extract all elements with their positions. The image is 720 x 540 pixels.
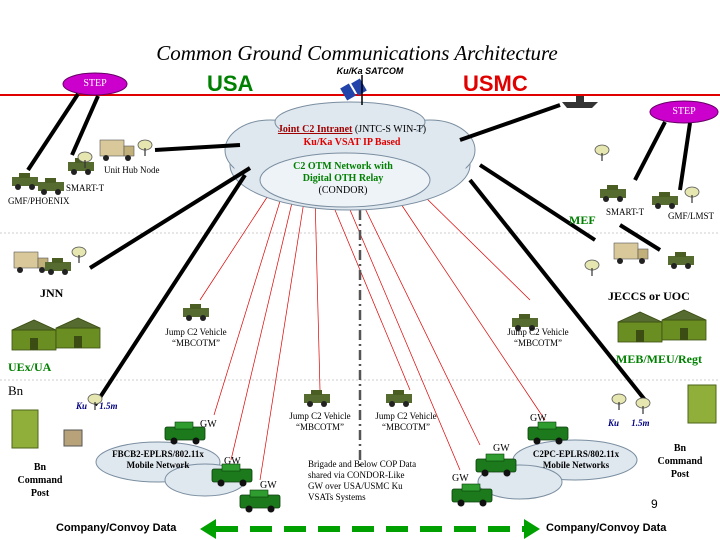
- ku-ka-left-label: Ku 1.5m: [76, 401, 118, 412]
- brigade-note-4: VSATs Systems: [308, 492, 366, 502]
- vsat-subtitle: Ku/Ka VSAT IP Based: [303, 137, 401, 148]
- jntc-label: (JNTC-S WIN-T): [354, 124, 427, 135]
- step-left-label: STEP: [83, 78, 107, 89]
- jump-left-line-2: “MBCOTM”: [172, 338, 220, 348]
- joint-c2-intranet-label: Joint C2 Intranet: [277, 124, 353, 135]
- jeccs-label: JECCS or UOC: [608, 289, 690, 303]
- jump-right-line-2: “MBCOTM”: [514, 338, 562, 348]
- brigade-note-1: Brigade and Below COP Data: [308, 459, 417, 469]
- step-right-node: [649, 100, 719, 124]
- bn-command-post-right-1: Bn: [673, 443, 687, 454]
- gw-vehicle-3: [239, 489, 281, 513]
- condor-line-2: Digital OTH Relay: [302, 173, 384, 184]
- gw-vehicle-1: [164, 421, 206, 445]
- bn-left-assets: [11, 393, 103, 449]
- uex-buildings: [11, 317, 101, 351]
- c2pc-network-cloud: [477, 439, 638, 500]
- black-links: [26, 92, 692, 407]
- c2pc-line-1: C2PC-EPLRS/802.11x: [532, 449, 620, 459]
- ku-ka-right-band: Ku: [608, 418, 620, 428]
- ship-icon: [562, 96, 598, 108]
- jnn-vehicles: [13, 246, 87, 275]
- jump-center-left-line-2: “MBCOTM”: [296, 422, 344, 432]
- bn-command-post-left-1: Bn: [33, 462, 47, 473]
- unit-hub-node-label: Unit Hub Node: [104, 165, 160, 175]
- condor-line-1: C2 OTM Network with: [293, 161, 393, 172]
- bn-command-post-left-3: Post: [30, 488, 50, 499]
- jump-vehicle-center-left-icon: [304, 390, 330, 407]
- smart-t-right-label: SMART-T: [606, 207, 645, 217]
- bn-command-post-right-3: Post: [670, 469, 690, 480]
- gw-vehicle-4: [527, 421, 569, 445]
- page-title: Common Ground Communications Architectur…: [156, 41, 558, 65]
- gw-label-3: GW: [260, 480, 277, 491]
- usmc-label: USMC: [463, 71, 528, 96]
- jump-left-line-1: Jump C2 Vehicle: [165, 327, 227, 337]
- step-right-label: STEP: [672, 106, 696, 117]
- bn-command-post-right-2: Command: [657, 456, 703, 467]
- ku-ka-right-label: Ku 1.5m: [608, 418, 650, 429]
- gmf-lmst-label: GMF/LMST: [668, 211, 715, 221]
- ku-ka-right-size: 1.5m: [631, 418, 650, 428]
- gw-label-5: GW: [493, 443, 510, 454]
- jump-right-line-1: Jump C2 Vehicle: [507, 327, 569, 337]
- bn-left-label: Bn: [8, 383, 24, 398]
- gw-label-4: GW: [530, 413, 547, 424]
- jeccs-vehicles: [584, 242, 694, 277]
- ku-ka-left-size: 1.5m: [99, 401, 118, 411]
- jump-vehicle-left-icon: [183, 304, 209, 321]
- gmf-phoenix-label: GMF/PHOENIX: [8, 196, 70, 206]
- meb-buildings: [617, 309, 707, 343]
- jump-center-left-line-1: Jump C2 Vehicle: [289, 411, 351, 421]
- gw-label-6: GW: [452, 473, 469, 484]
- joint-c2-title: Joint C2 Intranet (JNTC-S WIN-T): [278, 124, 426, 135]
- satellite-icon: [340, 75, 367, 105]
- meb-label: MEB/MEU/Regt: [616, 352, 702, 366]
- condor-line-3: (CONDOR): [318, 185, 368, 196]
- page-number: 9: [651, 497, 658, 511]
- fbcb2-line-2: Mobile Network: [126, 460, 190, 470]
- brigade-note-2: shared via CONDOR-Like: [308, 470, 405, 480]
- gw-label-2: GW: [224, 456, 241, 467]
- gw-label-1: GW: [200, 419, 217, 430]
- satellite-label: Ku/Ka SATCOM: [336, 66, 404, 76]
- mef-label: MEF: [569, 213, 596, 227]
- jnn-label: JNN: [40, 286, 64, 300]
- relay-lines: [199, 184, 546, 481]
- c2pc-line-2: Mobile Networks: [542, 460, 610, 470]
- fbcb2-line-1: FBCB2-EPLRS/802.11x: [112, 449, 204, 459]
- bn-right-assets: [611, 384, 717, 424]
- uex-ua-label: UEx/UA: [8, 360, 52, 374]
- step-left-node: [62, 72, 128, 96]
- bn-command-post-left-2: Command: [17, 475, 63, 486]
- jump-center-right-line-1: Jump C2 Vehicle: [375, 411, 437, 421]
- convoy-data-arrow: [200, 519, 540, 539]
- footer-left-label: Company/Convoy Data: [56, 522, 177, 534]
- smart-t-left-label: SMART-T: [66, 183, 105, 193]
- ku-ka-left-band: Ku: [76, 401, 88, 411]
- brigade-note-3: GW over USA/USMC Ku: [308, 481, 403, 491]
- jump-center-right-line-2: “MBCOTM”: [382, 422, 430, 432]
- condor-cloud: [259, 152, 431, 208]
- jump-vehicle-center-right-icon: [386, 390, 412, 407]
- usa-label: USA: [207, 71, 254, 96]
- footer-right-label: Company/Convoy Data: [546, 522, 667, 534]
